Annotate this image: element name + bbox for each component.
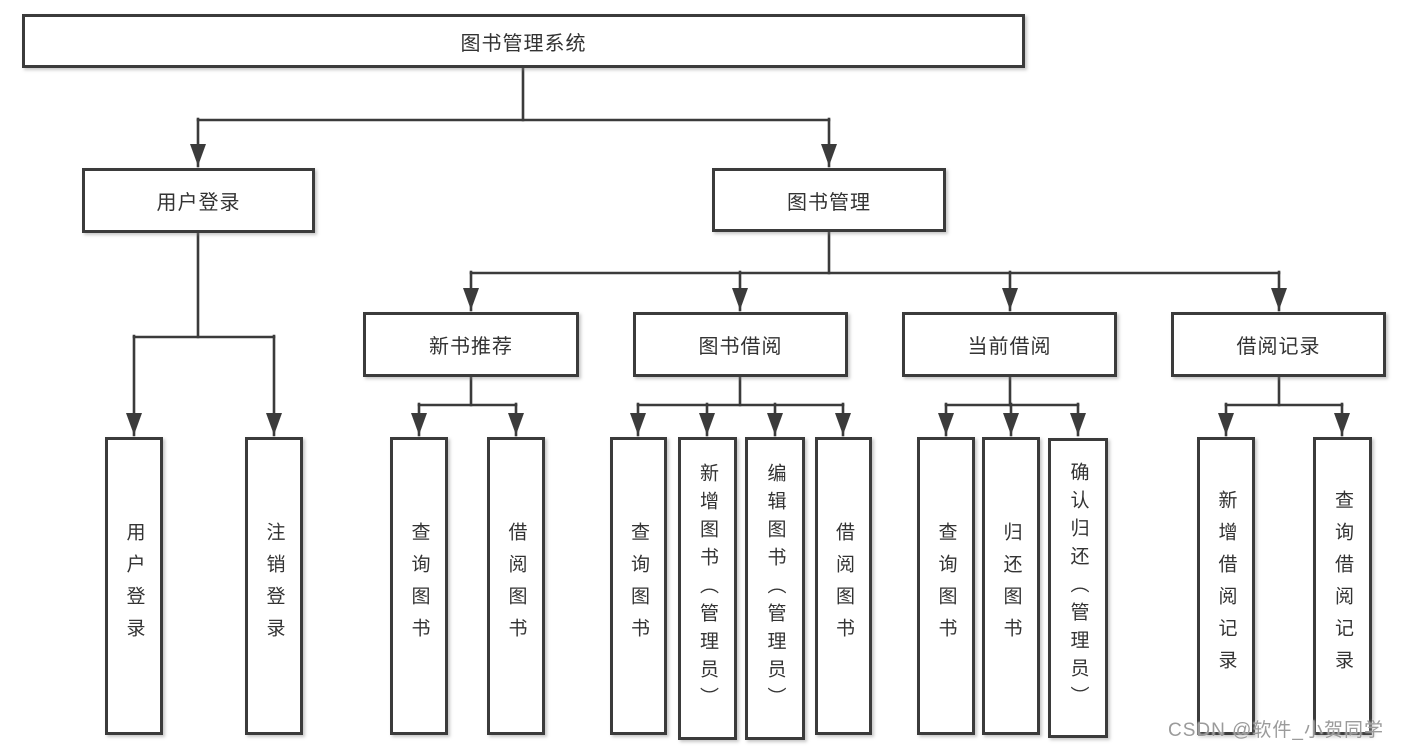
- node-book-management-label: 图书管理: [787, 191, 871, 214]
- node-leaf-query-books-current: 查询图书: [917, 437, 975, 735]
- edge-new-book-recommend-to-leaves: [411, 374, 524, 437]
- node-root-system-label: 图书管理系统: [460, 32, 587, 55]
- node-leaf-borrow-books-borrowing: 借阅图书: [815, 437, 872, 735]
- node-borrowing-records: 借阅记录: [1171, 312, 1386, 377]
- edge-root-to-level2: [190, 65, 837, 168]
- node-leaf-query-books-borrowing: 查询图书: [610, 437, 667, 735]
- node-leaf-borrow-books-recommend: 借阅图书: [487, 437, 545, 735]
- node-current-borrowing-label: 当前借阅: [967, 336, 1052, 358]
- node-leaf-logout-login: 注销登录: [245, 437, 303, 735]
- node-borrowing-records-label: 借阅记录: [1236, 336, 1321, 358]
- node-leaf-user-login-label: 用户登录: [123, 522, 145, 650]
- node-new-book-recommend: 新书推荐: [363, 312, 579, 377]
- node-leaf-confirm-return-admin-label: 确认归还（管理员）: [1067, 462, 1089, 714]
- edge-borrowing-records-to-leaves: [1218, 374, 1350, 437]
- node-leaf-borrow-books-borrowing-label: 借阅图书: [833, 522, 854, 650]
- edge-book-management-to-level3: [463, 229, 1287, 312]
- node-leaf-query-books-recommend: 查询图书: [390, 437, 448, 735]
- node-leaf-query-books-current-label: 查询图书: [935, 522, 957, 650]
- node-leaf-add-books-admin-label: 新增图书（管理员）: [697, 462, 718, 715]
- node-user-login-group: 用户登录: [82, 168, 315, 233]
- node-leaf-return-books: 归还图书: [982, 437, 1040, 735]
- csdn-watermark: CSDN @软件_小贺同学: [1168, 720, 1384, 741]
- node-root-system: 图书管理系统: [22, 14, 1025, 68]
- edge-current-borrowing-to-leaves: [938, 374, 1086, 437]
- node-leaf-add-borrow-record: 新增借阅记录: [1197, 437, 1255, 735]
- node-leaf-query-borrow-record-label: 查询借阅记录: [1332, 490, 1353, 682]
- edge-book-borrowing-to-leaves: [630, 374, 851, 437]
- node-leaf-query-books-borrowing-label: 查询图书: [628, 522, 649, 650]
- node-leaf-edit-books-admin: 编辑图书（管理员）: [745, 437, 805, 740]
- node-new-book-recommend-label: 新书推荐: [429, 336, 513, 358]
- node-current-borrowing: 当前借阅: [902, 312, 1117, 377]
- node-leaf-borrow-books-recommend-label: 借阅图书: [505, 522, 527, 650]
- node-leaf-logout-login-label: 注销登录: [263, 522, 285, 650]
- node-leaf-edit-books-admin-label: 编辑图书（管理员）: [764, 462, 786, 715]
- node-leaf-query-borrow-record: 查询借阅记录: [1313, 437, 1372, 735]
- node-leaf-add-borrow-record-label: 新增借阅记录: [1215, 490, 1237, 682]
- node-leaf-add-books-admin: 新增图书（管理员）: [678, 437, 737, 740]
- node-book-borrowing: 图书借阅: [633, 312, 848, 377]
- node-user-login-group-label: 用户登录: [156, 192, 241, 214]
- node-leaf-query-books-recommend-label: 查询图书: [408, 522, 430, 650]
- node-leaf-confirm-return-admin: 确认归还（管理员）: [1048, 438, 1108, 738]
- node-leaf-return-books-label: 归还图书: [1000, 522, 1022, 650]
- node-leaf-user-login: 用户登录: [105, 437, 163, 735]
- node-book-management: 图书管理: [712, 168, 946, 232]
- edge-user-login-to-leaves: [126, 230, 282, 437]
- node-book-borrowing-label: 图书借阅: [698, 336, 783, 358]
